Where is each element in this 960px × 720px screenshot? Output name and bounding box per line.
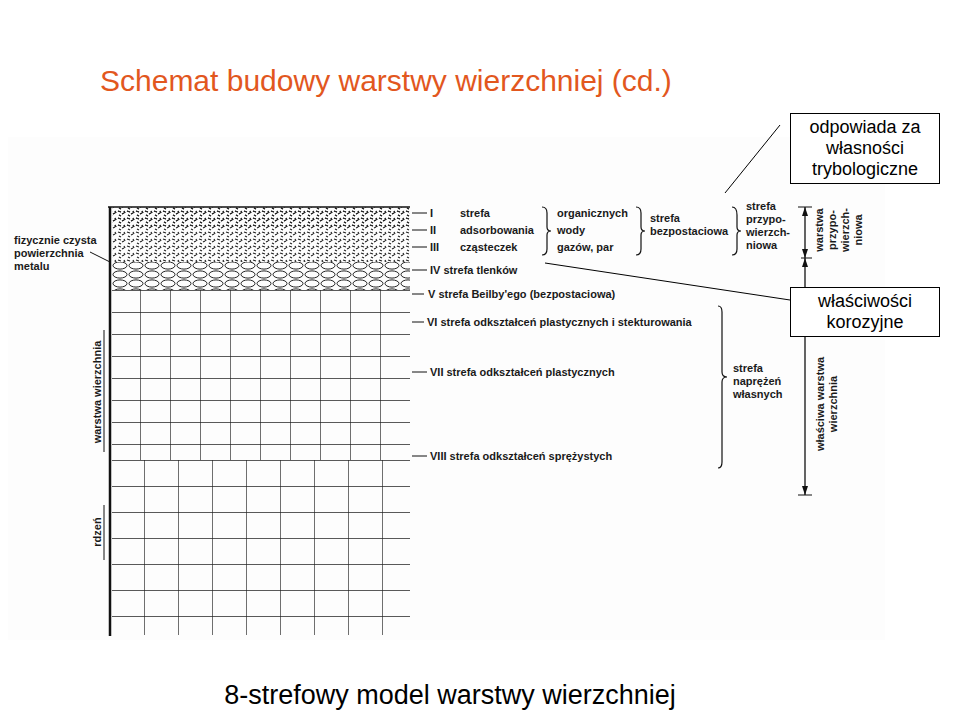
vertical-label: warstwa wierzchnia [91,327,104,457]
zone-label: V strefa Beilby'ego (bezpostaciowa) [428,288,615,301]
callout-box: odpowiada za własności trybologiczne [790,113,940,184]
vertical-label: rdzeń [91,507,104,557]
zone-label: II [430,224,436,237]
zone-label: I [430,207,433,220]
zone-label: fizycznie czysta powierzchnia metalu [14,234,98,273]
zone-label: adsorbowania [460,224,534,237]
vertical-label: warstwa przypo- wierzch- niowa [813,203,865,257]
zone-label: IV strefa tlenków [430,264,517,277]
slide-title: Schemat budowy warstwy wierzchniej (cd.) [100,64,672,98]
zone-label: organicznych [557,207,628,220]
zone-label: strefa przypo- wierzch- niowa [746,200,800,252]
zone-label: VIII strefa odkształceń sprężystych [430,450,612,463]
vertical-label: właściwa warstwa wierzchnia [814,348,840,460]
zone-label: III [430,241,439,254]
zone-label: strefa bezpostaciowa [650,212,732,238]
zone-label: gazów, par [557,241,613,254]
slide-caption: 8-strefowy model warstwy wierzchniej [0,680,900,711]
callout-box: właściwości korozyjne [790,287,940,337]
zone-label: VII strefa odkształceń plastycznych [430,366,615,379]
zone-label: strefa [460,207,490,220]
zone-label: VI strefa odkształceń plastycznych i ste… [427,316,692,329]
zone-label: cząsteczek [460,241,518,254]
callout-text: odpowiada za własności trybologiczne [797,117,933,180]
zone-label: strefa naprężeń własnych [733,362,795,401]
zone-label: wody [557,224,585,237]
callout-text: właściwości korozyjne [797,291,933,333]
